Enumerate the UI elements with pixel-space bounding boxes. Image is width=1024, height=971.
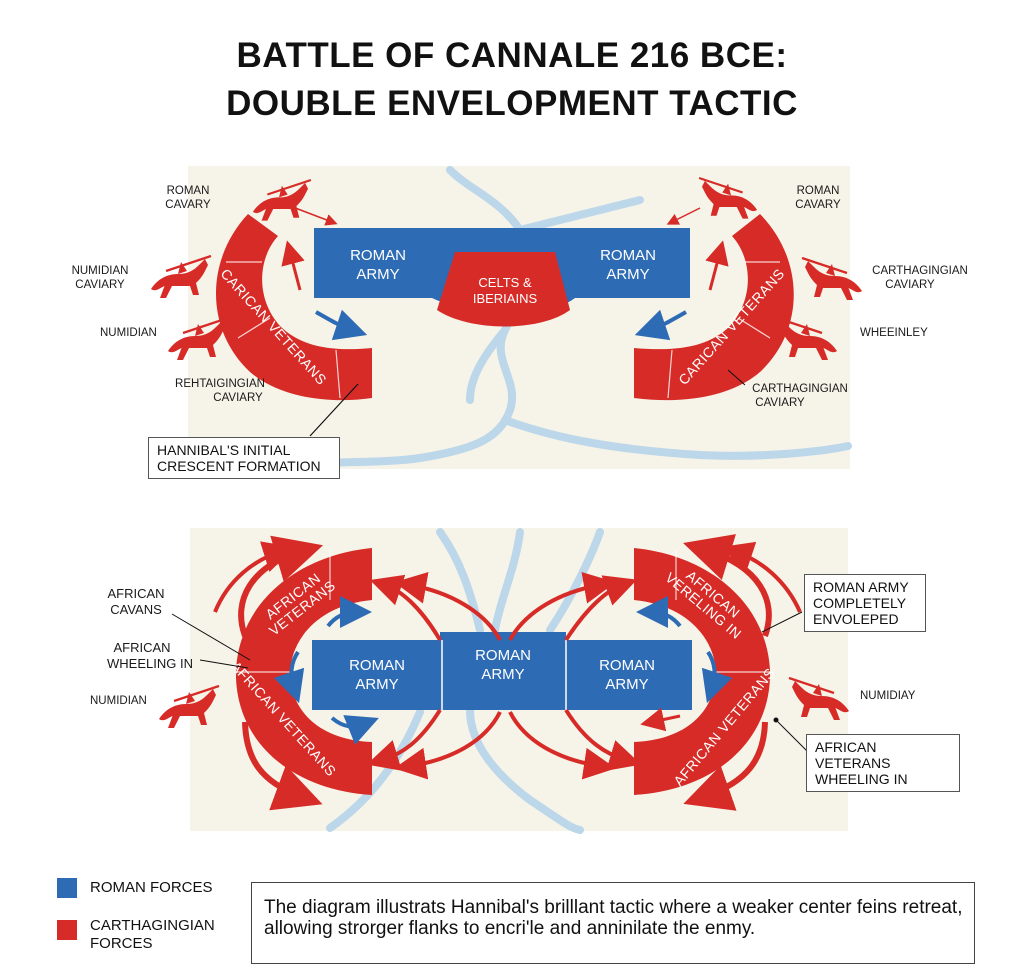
arrow-red [281, 240, 305, 291]
roman-army-right-line2: ARMY [606, 266, 649, 283]
arrow-red [508, 711, 616, 780]
arrow-blue [326, 596, 372, 629]
page-title-line-2: DOUBLE ENVELOPMENT TACTIC [226, 84, 798, 123]
callout-initial-formation: HANNIBAL'S INITIAL CRESCENT FORMATION [148, 437, 340, 479]
label-numidian-left: NUMIDIAN [90, 695, 147, 707]
arrow-red [683, 721, 768, 811]
envelopment-arc-right [634, 548, 771, 795]
legend-label-roman: ROMAN FORCES [90, 879, 213, 896]
center-label-line1: CELTS & [478, 275, 532, 290]
description-box: The diagram illustrats Hannibal's brilll… [251, 882, 975, 964]
arrow-blue [330, 715, 379, 745]
roman-army-block-center [440, 632, 566, 710]
crescent-arc-right [634, 214, 794, 401]
roman-army-left-line2: ARMY [356, 266, 399, 283]
arrow-red [213, 541, 296, 613]
arrow-red [720, 541, 802, 613]
arrow-red [508, 572, 616, 641]
arrow-blue [701, 650, 733, 704]
roman-army-right-line1: ROMAN [600, 247, 656, 264]
label-wheeling: WHEEINLEY [860, 327, 928, 339]
callout-leader [199, 659, 249, 669]
roman-army-center-line2: ARMY [481, 666, 524, 683]
callout-leader [171, 613, 251, 661]
arrow-blue [634, 309, 687, 341]
roman-army-block-left [314, 228, 442, 298]
arrow-red [564, 708, 642, 771]
legend-label-carthaginian: CARTHAGINGIAN FORCES [90, 917, 215, 952]
bottom-panel: ROMAN ARMY ROMAN ARMY ROMAN ARMY AFRICAN… [90, 528, 916, 834]
roman-army-left-line2: ARMY [355, 676, 398, 693]
roman-army-right-line1: ROMAN [599, 657, 655, 674]
arrow-red [242, 721, 323, 811]
callout-veterans-wheeling: AFRICAN VETERANS WHEELING IN [806, 734, 960, 792]
arrow-red [666, 207, 701, 225]
label-numidian-right: NUMIDIAY [860, 690, 916, 702]
callout-leader [309, 383, 359, 437]
arrow-blue [636, 596, 682, 629]
callout-leader [727, 369, 746, 386]
callout-leader [761, 611, 803, 633]
roman-army-right-line2: ARMY [605, 676, 648, 693]
roman-army-block-right [564, 640, 692, 710]
center-label-line2: IBERIAINS [473, 291, 538, 306]
roman-army-block-right [566, 228, 690, 298]
callout-completely-enveloped: ROMAN ARMY COMPLETELY ENVOLEPED [804, 574, 926, 632]
roman-army-center-line1: ROMAN [475, 647, 531, 664]
arrow-blue [273, 650, 305, 704]
crescent-arc-left [215, 214, 372, 401]
roman-army-left-line1: ROMAN [349, 657, 405, 674]
legend-swatch-carthaginian [57, 920, 77, 940]
legend-swatch-roman [57, 878, 77, 898]
roman-army-block-left [312, 640, 442, 710]
roman-army-left-line1: ROMAN [350, 247, 406, 264]
envelopment-arc-left [235, 548, 372, 795]
arrow-blue [315, 309, 368, 341]
celts-iberians-block [437, 252, 570, 327]
arrow-red [394, 572, 502, 641]
callout-leader [775, 719, 809, 753]
river [326, 528, 604, 834]
arrow-red [366, 708, 442, 771]
arrow-red [705, 240, 729, 291]
page-title-line-1: BATTLE OF CANNALE 216 BCE: [236, 36, 788, 75]
arrow-red [640, 707, 681, 732]
arrow-red [394, 711, 502, 780]
top-panel: ROMAN ARMY ROMAN ARMY CELTS & IBERIAINS … [72, 166, 968, 470]
label-numidian: NUMIDIAN [100, 327, 157, 339]
